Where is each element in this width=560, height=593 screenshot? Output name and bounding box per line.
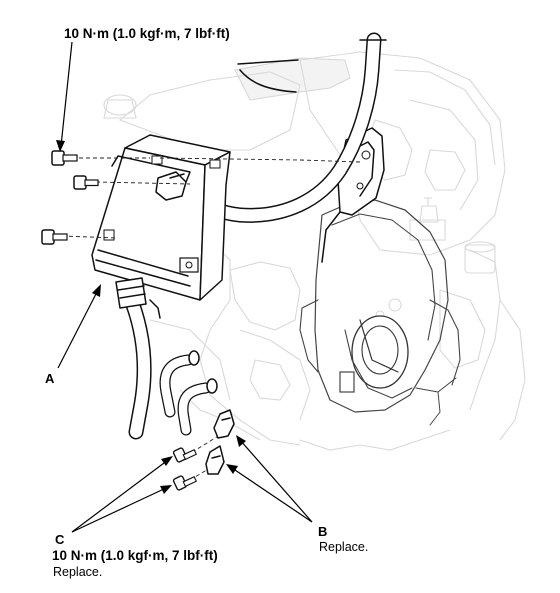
callout-b-note: Replace. [319,540,369,554]
torque-spec-top: 10 N·m (1.0 kgf·m, 7 lbf·ft) [64,26,230,41]
engine-background [103,51,526,451]
callout-a-label: A [45,371,55,386]
atf-cooler [91,134,231,301]
lower-bolts-and-clamps [172,409,235,491]
cooler-mounting-bolts [41,150,361,245]
torque-spec-bottom: 10 N·m (1.0 kgf·m, 7 lbf·ft) [52,548,218,563]
callout-b-label: B [318,524,328,539]
lower-cooler-hoses [115,277,218,440]
leader-lines [56,41,313,533]
callout-c-label: C [55,532,65,547]
callout-c-note: Replace. [53,565,103,579]
transaxle-housing [299,199,461,426]
